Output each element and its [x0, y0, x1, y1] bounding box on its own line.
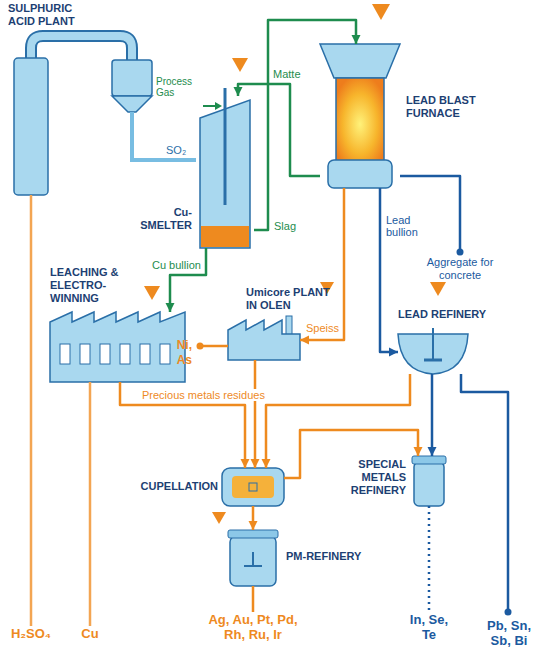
unit-label: Cu-SMELTER — [124, 206, 192, 232]
product-output: Cu — [70, 626, 110, 641]
flow-line — [300, 188, 344, 345]
arrow-head — [414, 447, 423, 456]
flow-path — [461, 374, 508, 612]
arrow-head — [428, 447, 437, 456]
process-unit: LEAD REFINERY — [398, 330, 468, 374]
process-unit: Umicore PLANT IN OLEN — [228, 316, 300, 360]
flow-line — [197, 343, 229, 350]
product-label: Pb, Sn, Sb, Bi — [478, 618, 540, 648]
process-unit: Cu-SMELTER — [196, 96, 254, 248]
product-label: Cu — [70, 626, 110, 641]
process-unit: SULPHURIC ACID PLANT — [12, 40, 158, 195]
process-unit: LEACHING & ELECTRO-WINNING — [50, 312, 185, 382]
flow-line — [251, 360, 260, 468]
flow-path — [254, 20, 356, 230]
product-output: Ag, Au, Pt, Pd, Rh, Ru, Ir — [203, 612, 303, 642]
flow-line — [461, 374, 512, 616]
process-unit: SPECIAL METALS REFINERY — [412, 456, 446, 506]
arrow-head — [241, 459, 250, 468]
flow-line — [429, 506, 430, 612]
unit-label: CUPELLATION — [128, 480, 218, 493]
flow-line — [31, 195, 32, 626]
flow-line — [253, 586, 254, 612]
flow-path — [431, 374, 434, 456]
process-unit: LEAD BLAST FURNACE — [320, 44, 400, 188]
arrow-head — [166, 303, 175, 312]
arrow-head — [352, 35, 361, 44]
flow-path — [238, 84, 320, 176]
process-unit: PM-REFINERY — [228, 530, 278, 586]
flow-line — [284, 430, 423, 478]
flow-label: Cu bullion — [150, 259, 203, 271]
stream-note: Process Gas — [156, 76, 200, 98]
flow-label: Precious metals residues — [140, 389, 267, 401]
end-dot — [457, 249, 464, 256]
flow-line — [90, 382, 91, 626]
flow-label: Matte — [271, 68, 303, 80]
product-label: H₂SO₄ — [4, 626, 58, 641]
flow-label: Speiss — [304, 322, 341, 334]
unit-label: LEACHING & ELECTRO-WINNING — [50, 266, 146, 305]
unit-label: LEAD REFINERY — [398, 308, 508, 321]
flow-line — [428, 374, 437, 456]
product-output: Pb, Sn, Sb, Bi — [478, 612, 540, 648]
flow-line — [234, 84, 321, 176]
product-output: H₂SO₄ — [4, 626, 58, 641]
end-dot — [505, 609, 512, 616]
product-label: Ni, As — [160, 338, 192, 368]
flow-path — [89, 382, 92, 626]
arrow-head — [300, 336, 309, 345]
flow-line — [158, 160, 196, 161]
flow-path — [254, 360, 257, 468]
product-output: In, Se, Te — [404, 612, 454, 642]
end-dot — [197, 343, 204, 350]
process-unit: CUPELLATION — [222, 468, 284, 506]
arrow-head — [262, 459, 271, 468]
flow-line — [262, 374, 411, 468]
flow-path — [170, 248, 206, 312]
flow-path — [380, 188, 398, 352]
flow-path — [428, 506, 431, 612]
unit-label: Umicore PLANT IN OLEN — [246, 286, 336, 312]
flow-path — [300, 188, 344, 340]
product-output: Ni, As — [160, 338, 200, 368]
flow-line — [166, 248, 207, 312]
unit-label: SULPHURIC ACID PLANT — [8, 2, 88, 28]
flow-path — [200, 345, 228, 348]
flow-label: Lead bullion — [384, 214, 438, 238]
product-label: In, Se, Te — [404, 612, 454, 642]
unit-label: PM-REFINERY — [286, 550, 376, 563]
flow-label: SO₂ — [164, 144, 188, 156]
flow-line — [380, 188, 398, 357]
arrow-head — [251, 459, 260, 468]
flow-label: Slag — [272, 220, 298, 232]
product-output: Aggregate for concrete — [415, 252, 505, 282]
flow-line — [249, 506, 258, 530]
arrow-head — [249, 521, 258, 530]
unit-label: LEAD BLAST FURNACE — [406, 94, 478, 120]
arrow-head — [234, 87, 243, 96]
flow-path — [284, 430, 418, 478]
unit-label: SPECIAL METALS REFINERY — [312, 458, 406, 497]
product-label: Ag, Au, Pt, Pd, Rh, Ru, Ir — [203, 612, 303, 642]
arrow-head — [389, 348, 398, 357]
flow-path — [252, 586, 255, 612]
flow-path — [158, 158, 196, 162]
flow-path — [30, 195, 33, 626]
product-label: Aggregate for concrete — [415, 256, 505, 282]
flow-path — [266, 374, 410, 468]
